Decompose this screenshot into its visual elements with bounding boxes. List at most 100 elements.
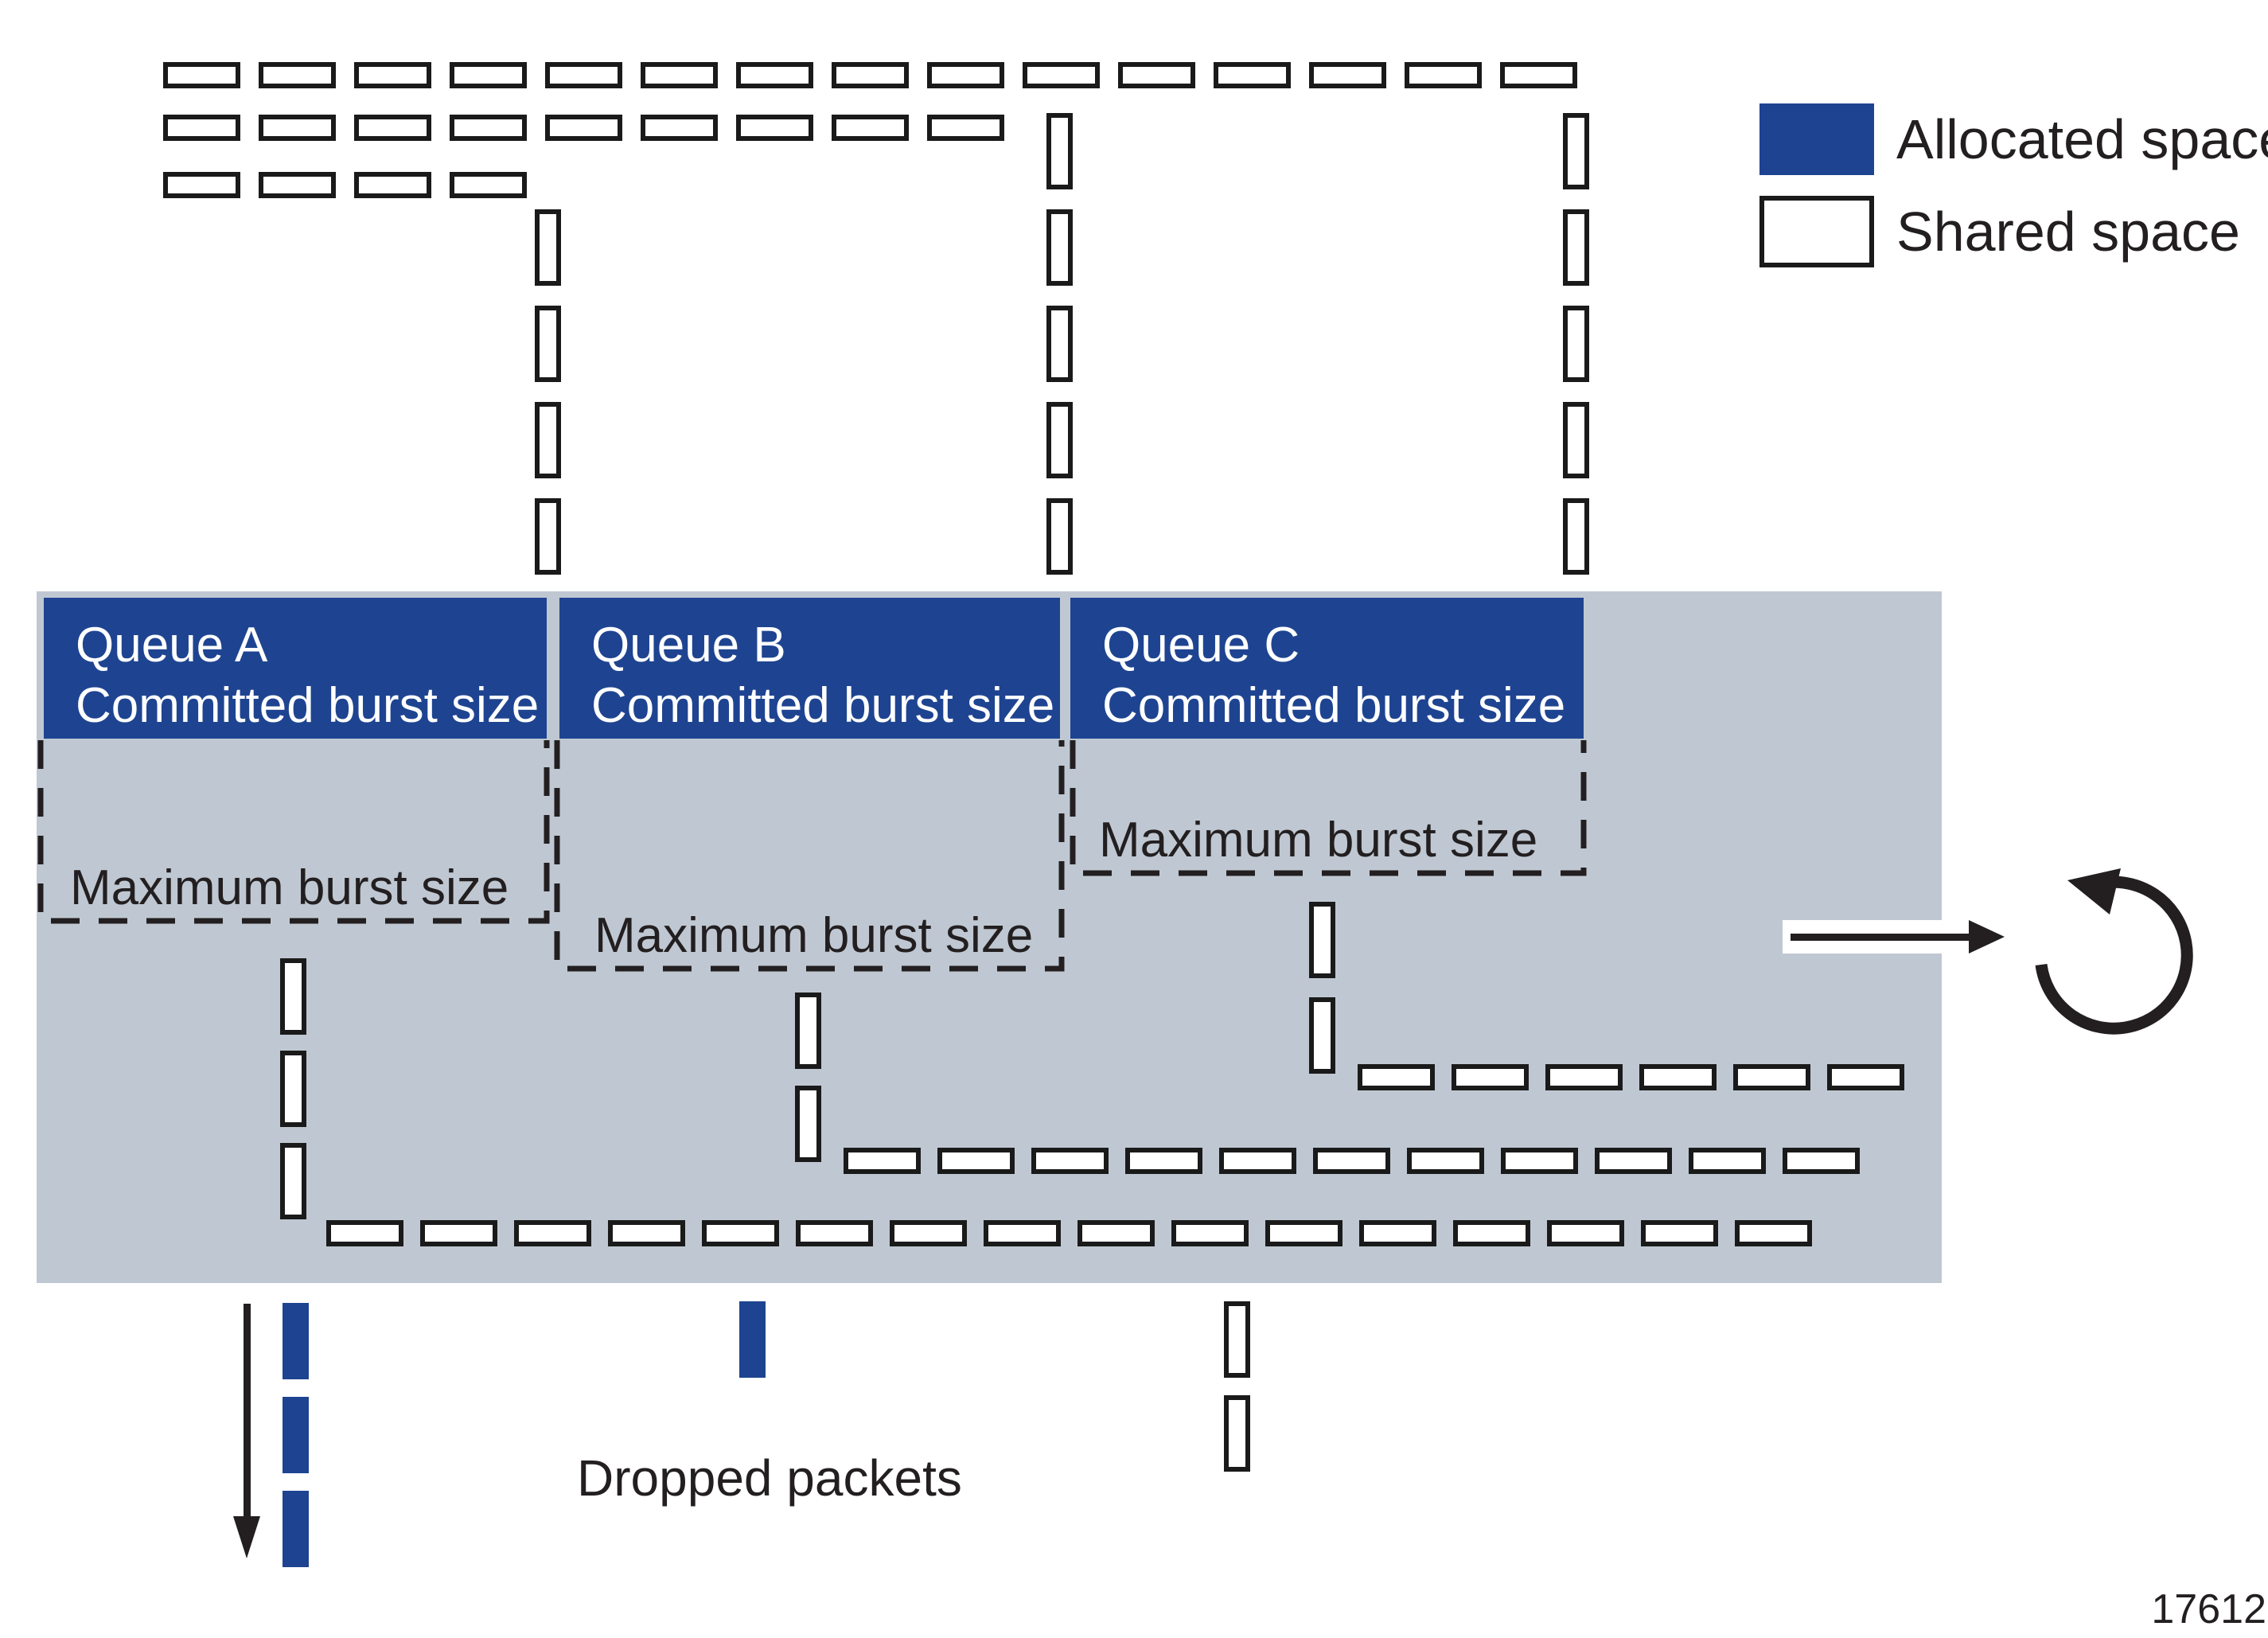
queue-a-buffered-row-packet (1453, 1220, 1530, 1246)
drop-arrow (233, 1304, 260, 1558)
queue-b-title: Queue B (591, 618, 786, 673)
queue-a-buffered-row-packet (1735, 1220, 1812, 1246)
incoming-column-b-packet (1046, 402, 1073, 478)
queue-a-buffered-row-packet (1265, 1220, 1342, 1246)
incoming-column-b-packet (1046, 209, 1073, 286)
incoming-row-2-packet (450, 115, 527, 141)
incoming-row-1-packet (259, 62, 336, 88)
queue-a-buffered-row-packet (1077, 1220, 1155, 1246)
incoming-row-1-packet (641, 62, 718, 88)
dropped-queue-a-packet (283, 1491, 309, 1567)
queue-c-title: Queue C (1102, 618, 1300, 673)
queue-c-max-burst-label: Maximum burst size (1099, 813, 1538, 868)
incoming-column-c-packet (1563, 498, 1589, 575)
incoming-row-1-packet (1214, 62, 1291, 88)
queue-c-buffered-row-packet (1358, 1064, 1435, 1090)
legend-item-allocated: Allocated space (1759, 103, 2268, 175)
queue-b-buffered-row-packet (937, 1148, 1015, 1174)
allocated-space-swatch (1759, 103, 1874, 175)
dropped-queue-c-packet (1224, 1301, 1250, 1378)
incoming-column-c-packet (1563, 402, 1589, 478)
queue-b-buffered-column-packet (795, 993, 821, 1069)
queue-c-buffered-column-packet (1309, 902, 1335, 978)
queue-a-subtitle: Committed burst size (76, 678, 540, 733)
dropped-queue-a-packet (283, 1303, 309, 1379)
queue-a-buffered-row-packet (326, 1220, 403, 1246)
incoming-row-1-packet (927, 62, 1004, 88)
incoming-column-b-packet (1046, 113, 1073, 189)
incoming-row-1-packet (1309, 62, 1386, 88)
incoming-row-1-packet (1023, 62, 1100, 88)
queue-a-buffered-row-packet (984, 1220, 1061, 1246)
incoming-row-1-packet (1118, 62, 1195, 88)
queue-c-buffered-column-packet (1309, 997, 1335, 1074)
incoming-column-a-packet (535, 498, 561, 575)
queue-a-buffered-column-packet (280, 1143, 306, 1219)
queue-c-buffered-row-packet (1639, 1064, 1717, 1090)
incoming-row-3-packet (450, 172, 527, 198)
queue-b-buffered-column-packet (795, 1086, 821, 1162)
incoming-row-2-packet (927, 115, 1004, 141)
incoming-row-1-packet (1500, 62, 1577, 88)
incoming-column-b-packet (1046, 498, 1073, 575)
queue-a-committed-burst-block: Queue A Committed burst size (44, 598, 547, 739)
shared-space-label: Shared space (1896, 201, 2240, 263)
queue-b-buffered-row-packet (1125, 1148, 1202, 1174)
incoming-row-2-packet (545, 115, 622, 141)
queue-c-buffered-row-packet (1545, 1064, 1623, 1090)
queue-a-buffered-row-packet (702, 1220, 779, 1246)
queue-a-buffered-row-packet (890, 1220, 967, 1246)
queue-a-buffered-row-packet (1547, 1220, 1624, 1246)
queue-b-buffered-row-packet (1313, 1148, 1390, 1174)
queue-a-buffered-column-packet (280, 1051, 306, 1127)
incoming-row-1-packet (354, 62, 431, 88)
queue-b-subtitle: Committed burst size (591, 678, 1055, 733)
queue-b-buffered-row-packet (1407, 1148, 1484, 1174)
incoming-column-c-packet (1563, 113, 1589, 189)
queue-a-title: Queue A (76, 618, 268, 673)
dropped-queue-b-packet (739, 1301, 766, 1378)
incoming-row-2-packet (641, 115, 718, 141)
queue-b-buffered-row-packet (1783, 1148, 1860, 1174)
queue-c-buffered-row-packet (1733, 1064, 1810, 1090)
incoming-row-2-packet (354, 115, 431, 141)
queue-b-buffered-row-packet (1501, 1148, 1578, 1174)
incoming-column-a-packet (535, 402, 561, 478)
dropped-queue-a-packet (283, 1397, 309, 1473)
queue-c-buffered-row-packet (1452, 1064, 1529, 1090)
queue-c-subtitle: Committed burst size (1102, 678, 1566, 733)
queue-a-buffered-row-packet (796, 1220, 873, 1246)
incoming-row-2-packet (832, 115, 909, 141)
queue-b-buffered-row-packet (844, 1148, 921, 1174)
incoming-row-3-packet (259, 172, 336, 198)
queue-a-buffered-row-packet (1641, 1220, 1718, 1246)
queue-b-buffered-row-packet (1595, 1148, 1672, 1174)
incoming-row-2-packet (259, 115, 336, 141)
incoming-row-2-packet (163, 115, 240, 141)
dropped-packets-label: Dropped packets (577, 1449, 962, 1507)
incoming-row-3-packet (163, 172, 240, 198)
incoming-column-a-packet (535, 209, 561, 286)
queue-c-buffered-row-packet (1827, 1064, 1904, 1090)
incoming-row-1-packet (163, 62, 240, 88)
queue-b-buffered-row-packet (1219, 1148, 1296, 1174)
incoming-row-1-packet (450, 62, 527, 88)
allocated-space-label: Allocated space (1896, 108, 2268, 170)
incoming-column-b-packet (1046, 306, 1073, 382)
shared-space-swatch (1759, 196, 1874, 267)
queue-a-buffered-row-packet (608, 1220, 685, 1246)
incoming-row-1-packet (736, 62, 813, 88)
queue-a-buffered-row-packet (1171, 1220, 1249, 1246)
incoming-row-1-packet (1405, 62, 1482, 88)
incoming-row-1-packet (832, 62, 909, 88)
queue-b-buffered-row-packet (1031, 1148, 1109, 1174)
figure-number: 17612 (2151, 1586, 2266, 1632)
queue-b-committed-burst-block: Queue B Committed burst size (559, 598, 1060, 739)
legend-item-shared: Shared space (1759, 196, 2240, 267)
queue-a-max-burst-label: Maximum burst size (70, 860, 509, 915)
dropped-queue-c-packet (1224, 1395, 1250, 1472)
scheduler-rotation-icon (2035, 868, 2193, 1035)
queue-b-buffered-row-packet (1689, 1148, 1766, 1174)
incoming-column-c-packet (1563, 306, 1589, 382)
